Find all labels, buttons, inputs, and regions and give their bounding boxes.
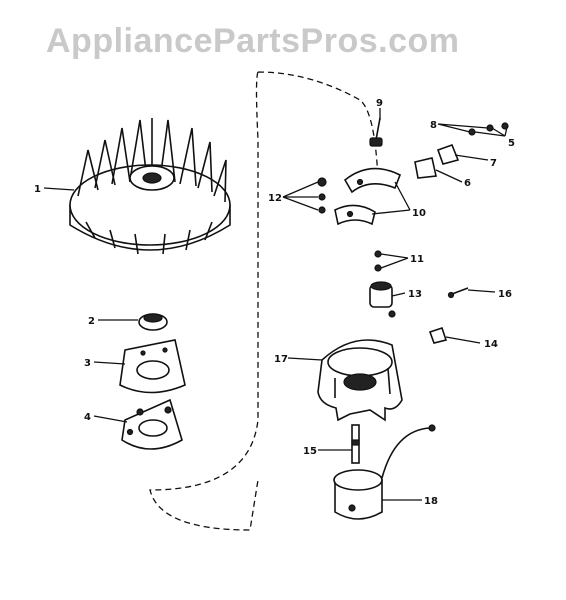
leader-lines — [43, 108, 508, 501]
callout-13: 13 — [408, 289, 422, 300]
callout-labels: 1 2 3 4 9 8 5 7 6 12 10 11 13 16 14 17 1… — [34, 98, 515, 507]
callout-15: 15 — [303, 446, 317, 457]
assembly-dashed-line — [149, 71, 379, 531]
callout-12: 12 — [268, 193, 282, 204]
screw-part-12[interactable] — [317, 177, 327, 214]
callout-5: 5 — [508, 138, 515, 149]
callout-9: 9 — [376, 98, 383, 109]
callout-16: 16 — [498, 289, 512, 300]
callout-10: 10 — [412, 208, 426, 219]
mounting-plate-part[interactable] — [121, 398, 183, 450]
callout-8-top: 8 — [430, 120, 437, 131]
plate-part-14[interactable] — [428, 326, 448, 344]
clip-part-7[interactable] — [436, 143, 460, 165]
shaft-part-15[interactable] — [351, 424, 360, 464]
callout-14: 14 — [484, 339, 498, 350]
callout-3: 3 — [84, 358, 91, 369]
clip-part-8[interactable] — [414, 157, 437, 179]
callout-17: 17 — [274, 354, 288, 365]
bracket-part-10[interactable] — [334, 167, 402, 226]
nut-part[interactable] — [138, 313, 168, 331]
watermark: AppliancePartsPros.com — [46, 22, 460, 60]
motor-part-18[interactable] — [333, 424, 436, 520]
callout-7: 7 — [490, 158, 497, 169]
callout-4: 4 — [84, 412, 91, 423]
gasket-part[interactable] — [119, 339, 186, 394]
pin-part-16[interactable] — [447, 287, 469, 299]
housing-part-17[interactable] — [317, 339, 403, 422]
screw-part-9[interactable] — [369, 117, 383, 147]
callout-18: 18 — [424, 496, 438, 507]
callout-1: 1 — [34, 184, 41, 195]
flywheel-part[interactable] — [69, 118, 231, 255]
callout-6: 6 — [464, 178, 471, 189]
screw-part-11[interactable] — [374, 250, 382, 272]
coil-part-13[interactable] — [369, 281, 396, 318]
callout-11: 11 — [410, 254, 424, 265]
callout-2: 2 — [88, 316, 95, 327]
